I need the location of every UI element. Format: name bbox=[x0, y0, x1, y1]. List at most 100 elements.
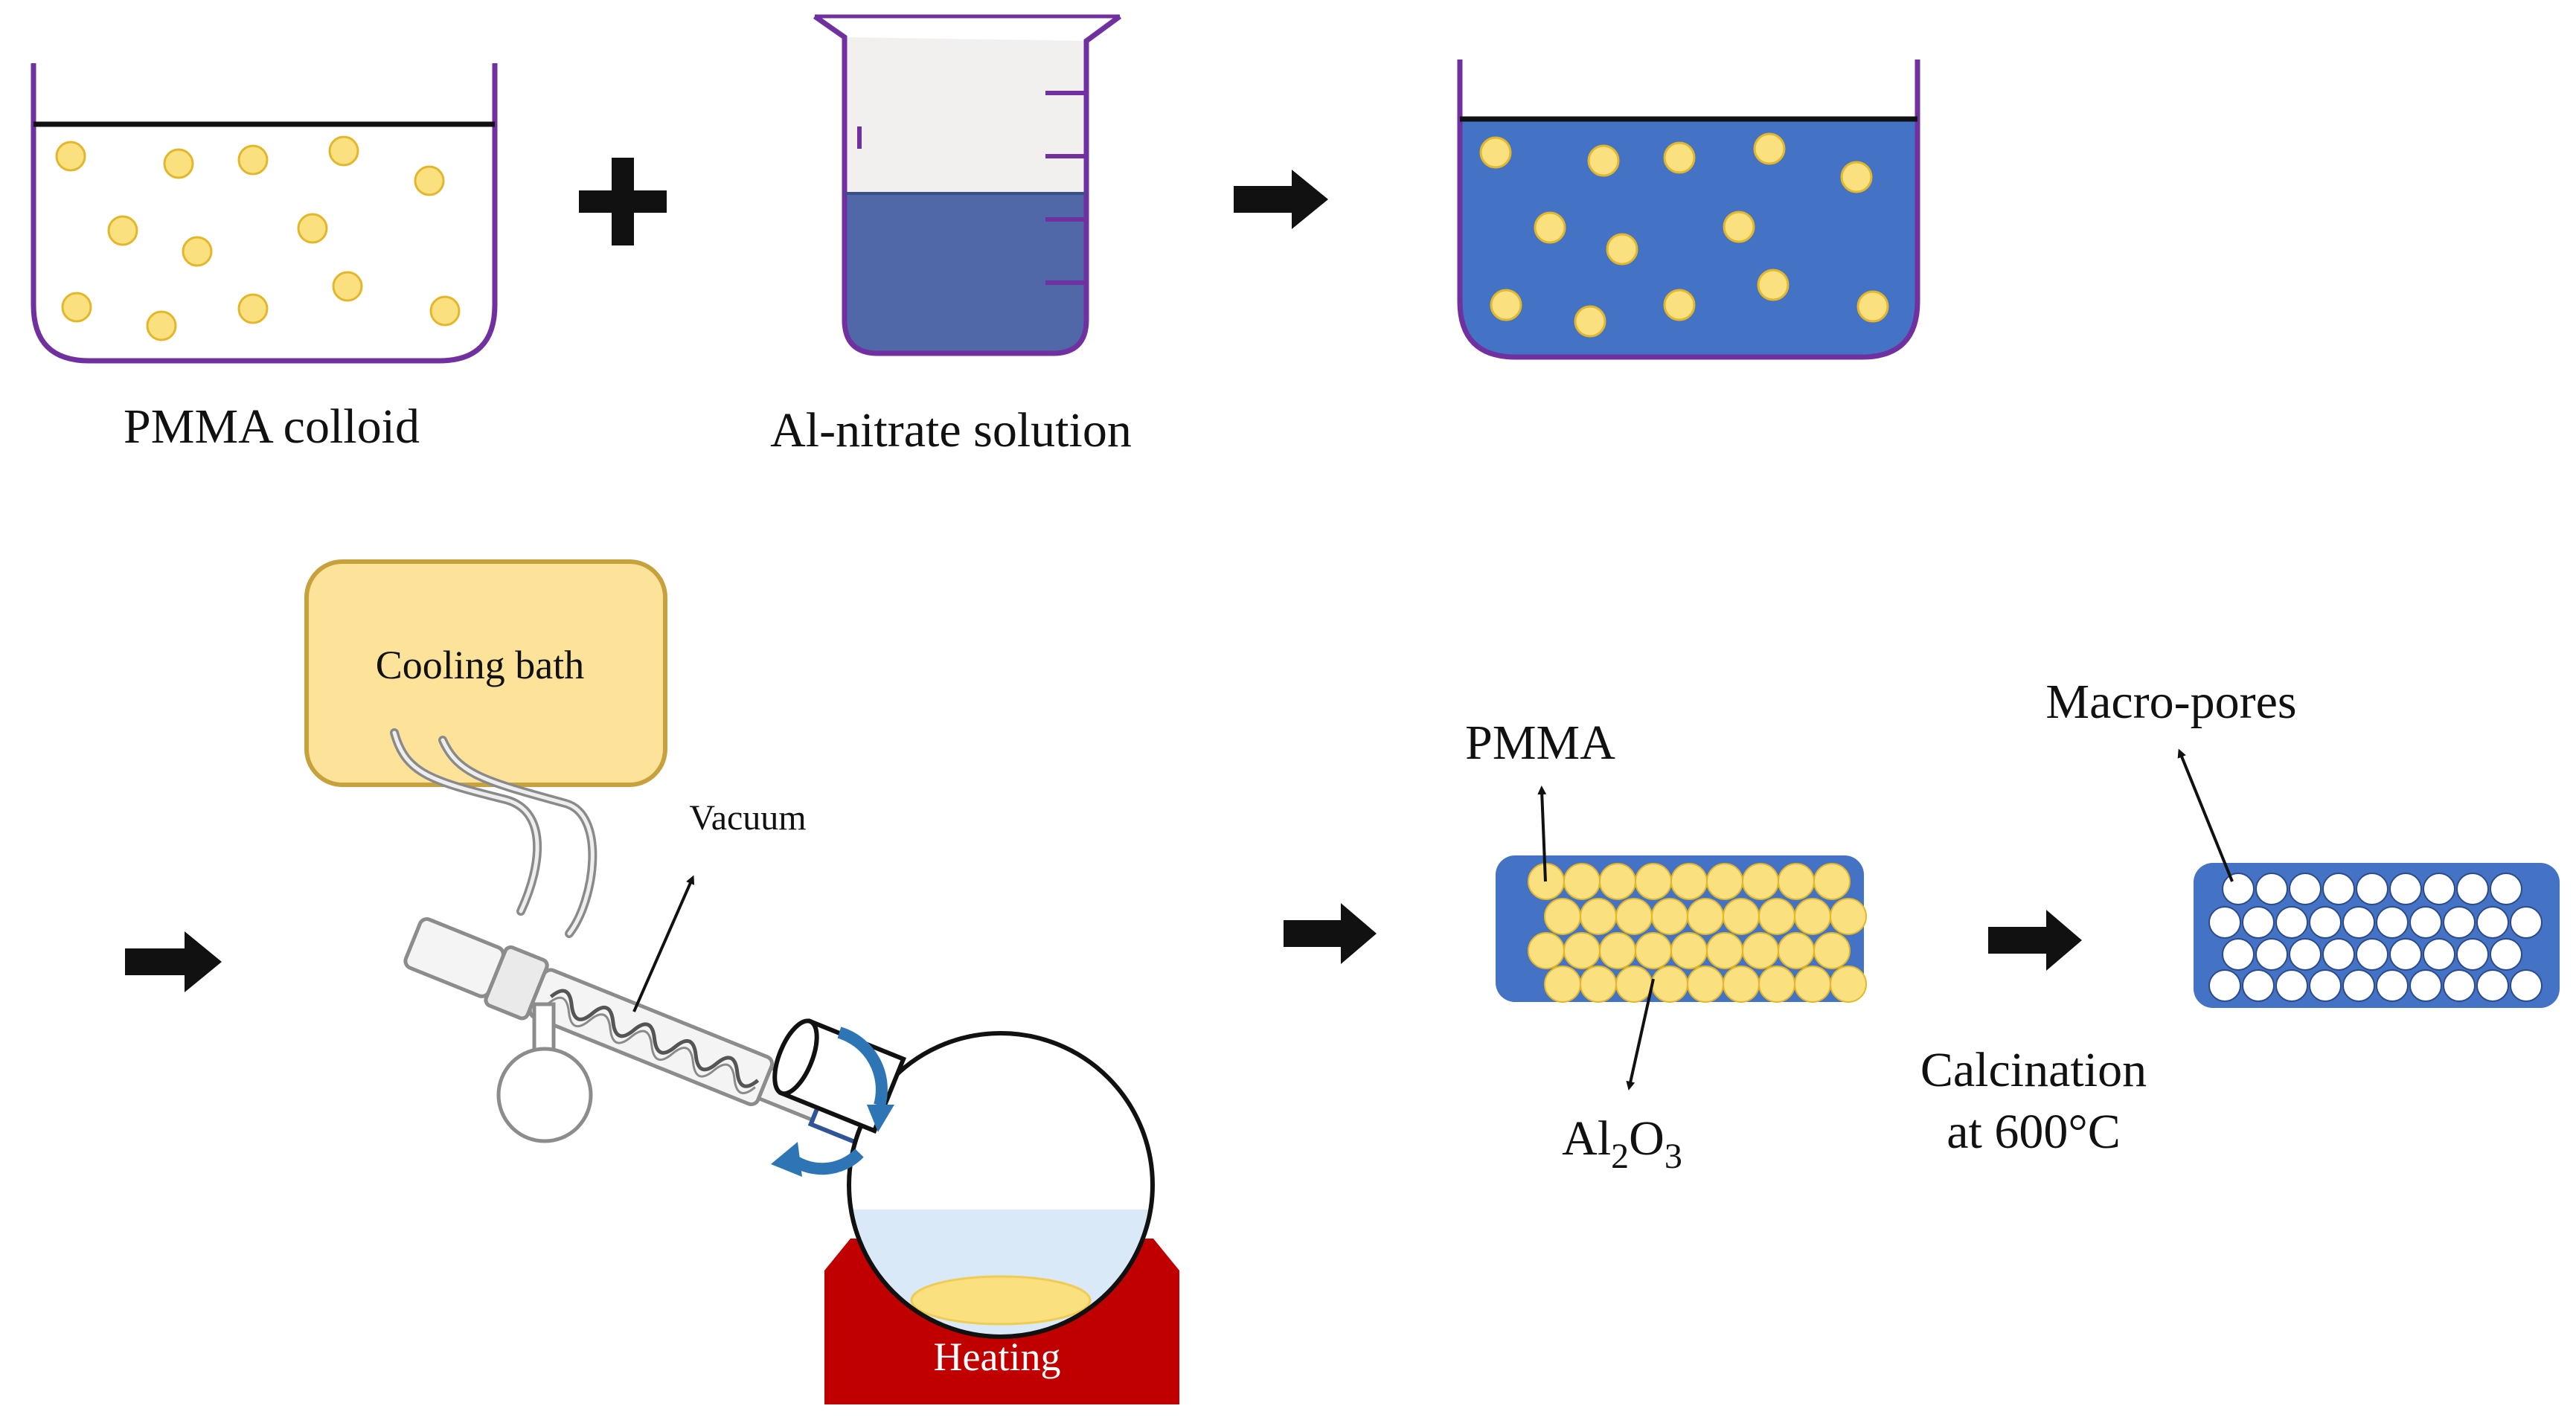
macro-pores-pointer-arrow bbox=[2177, 748, 2234, 882]
pmma-sphere bbox=[1580, 966, 1617, 1003]
graduation-marks bbox=[857, 91, 1086, 285]
pmma-spheres bbox=[1528, 863, 1867, 1003]
pmma-sphere bbox=[1687, 966, 1724, 1003]
pore bbox=[2275, 969, 2308, 1002]
pmma-particle bbox=[1534, 211, 1566, 244]
pore bbox=[2409, 969, 2442, 1002]
pore bbox=[2289, 938, 2322, 971]
pmma-sphere bbox=[1778, 863, 1815, 900]
pmma-particle bbox=[1663, 289, 1696, 321]
pore bbox=[2476, 969, 2509, 1002]
pmma-particle bbox=[1663, 141, 1696, 174]
pore bbox=[2490, 873, 2522, 905]
pmma-particle bbox=[1606, 233, 1638, 266]
pmma-sphere bbox=[1758, 966, 1795, 1003]
pore bbox=[2389, 938, 2422, 971]
pmma-particles bbox=[55, 135, 461, 341]
pmma-particle bbox=[237, 144, 269, 176]
pmma-particle bbox=[1840, 161, 1873, 193]
pore bbox=[2443, 906, 2476, 939]
pore bbox=[2356, 873, 2388, 905]
rotary-evaporator: Cooling bath Vacuum Heating bbox=[304, 559, 1179, 1404]
pmma-particle bbox=[414, 165, 445, 196]
graduated-beaker-outline bbox=[813, 14, 1122, 356]
pore bbox=[2242, 906, 2275, 939]
pmma-sphere bbox=[1778, 932, 1815, 969]
pmma-sphere bbox=[1687, 898, 1724, 935]
mixed-suspension-beaker bbox=[1457, 60, 1920, 360]
pmma-sphere bbox=[1742, 932, 1779, 969]
pmma-sphere bbox=[1651, 966, 1688, 1003]
pmma-label: PMMA bbox=[1465, 716, 1615, 770]
pmma-sphere bbox=[1599, 863, 1636, 900]
coolant-tubes bbox=[390, 728, 597, 938]
macro-pores-label: Macro-pores bbox=[2045, 675, 2296, 729]
pmma-sphere bbox=[1544, 898, 1581, 935]
al-nitrate-solution-label: Al-nitrate solution bbox=[770, 403, 1132, 457]
pore bbox=[2456, 938, 2489, 971]
pmma-sphere bbox=[1813, 932, 1851, 969]
vacuum-arrow bbox=[632, 875, 695, 1012]
pmma-sphere bbox=[1670, 932, 1708, 969]
pmma-sphere bbox=[1563, 863, 1601, 900]
pore bbox=[2255, 873, 2288, 905]
pore bbox=[2476, 906, 2509, 939]
pore bbox=[2423, 873, 2455, 905]
pmma-particle bbox=[1587, 144, 1620, 177]
pore bbox=[2309, 969, 2342, 1002]
al-nitrate-liquid bbox=[845, 193, 1086, 353]
pmma-sphere bbox=[1651, 898, 1688, 935]
pore bbox=[2443, 969, 2476, 1002]
flask-residue bbox=[910, 1275, 1092, 1326]
pore bbox=[2342, 969, 2375, 1002]
pore bbox=[2242, 969, 2275, 1002]
pmma-particles bbox=[1479, 132, 1889, 338]
pmma-sphere bbox=[1830, 898, 1867, 935]
pore bbox=[2510, 969, 2543, 1002]
pore bbox=[2208, 969, 2241, 1002]
calcination-label-line2: at 600°C bbox=[1947, 1105, 2121, 1159]
pore bbox=[2356, 938, 2388, 971]
pore bbox=[2322, 873, 2355, 905]
pmma-sphere bbox=[1635, 863, 1672, 900]
arrow-icon bbox=[1284, 903, 1377, 964]
arrow-icon bbox=[1988, 910, 2082, 971]
mixed-solution bbox=[1460, 119, 1917, 357]
pmma-particle bbox=[1574, 305, 1606, 338]
pmma-particle bbox=[237, 293, 269, 324]
pmma-particle bbox=[107, 215, 138, 246]
arrow-icon bbox=[125, 931, 222, 992]
pmma-particle bbox=[182, 236, 213, 267]
pmma-sphere bbox=[1723, 966, 1760, 1003]
pore bbox=[2389, 873, 2422, 905]
pmma-sphere bbox=[1794, 898, 1831, 935]
pore bbox=[2255, 938, 2288, 971]
pore bbox=[2456, 873, 2489, 905]
arrow-icon bbox=[1234, 170, 1328, 229]
pmma-particle bbox=[61, 292, 92, 323]
plus-icon bbox=[579, 158, 667, 245]
receiving-flask bbox=[496, 1002, 593, 1143]
pmma-particle bbox=[163, 148, 194, 179]
pmma-sphere bbox=[1635, 932, 1672, 969]
pmma-particle bbox=[1723, 211, 1755, 243]
al2o3-label: Al2O3 bbox=[1562, 1111, 1682, 1176]
cooling-bath-label: Cooling bath bbox=[376, 643, 585, 687]
pmma-sphere bbox=[1599, 932, 1636, 969]
pmma-particle bbox=[1479, 136, 1512, 169]
heating-label: Heating bbox=[934, 1335, 1061, 1379]
pmma-sphere bbox=[1528, 932, 1565, 969]
pmma-sphere bbox=[1794, 966, 1831, 1003]
pore bbox=[2222, 938, 2255, 971]
pmma-particle bbox=[1753, 132, 1786, 165]
pore bbox=[2510, 906, 2543, 939]
pmma-sphere bbox=[1706, 863, 1743, 900]
pore bbox=[2275, 906, 2308, 939]
pmma-particle bbox=[1856, 290, 1889, 323]
pore bbox=[2376, 969, 2409, 1002]
pmma-particle bbox=[55, 141, 86, 172]
pore bbox=[2322, 938, 2355, 971]
al2o3-pointer-arrow bbox=[1626, 978, 1655, 1091]
